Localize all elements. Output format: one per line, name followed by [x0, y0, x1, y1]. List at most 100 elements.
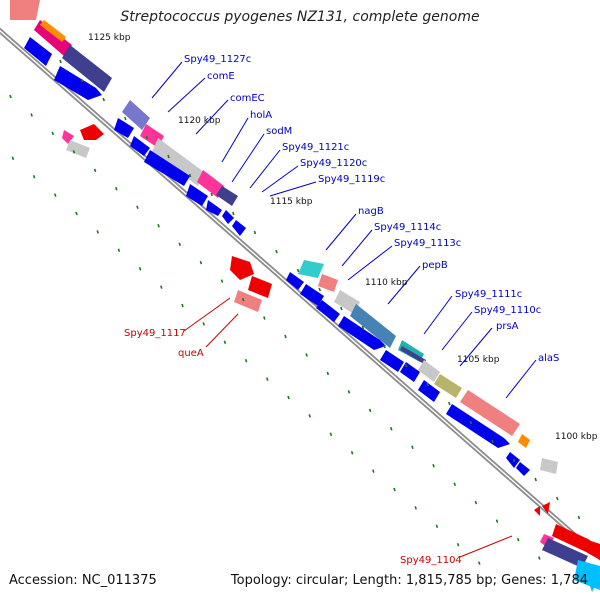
guide-tick: [453, 482, 456, 486]
kbp-tick-label: 1125 kbp: [88, 33, 131, 43]
gene-label: Spy49_1121c: [282, 142, 349, 153]
guide-tick: [263, 316, 266, 320]
guide-tick: [181, 303, 184, 308]
kbp-ticks: 1125 kbp 1120 kbp 1115 kbp 1110 kbp 1105…: [88, 33, 598, 442]
guide-tick: [350, 450, 354, 455]
guide-tick: [202, 322, 205, 326]
guide-tick: [59, 59, 62, 64]
kbp-tick-label: 1115 kbp: [270, 197, 313, 207]
guide-tick: [93, 168, 97, 173]
guide-tick: [318, 287, 321, 292]
guide-tick: [138, 266, 142, 271]
guide-tick: [223, 340, 227, 345]
guide-tick: [347, 390, 351, 394]
guide-tick: [383, 344, 386, 349]
guide-tick: [495, 519, 499, 523]
guide-tick: [51, 131, 55, 136]
guide-tick: [178, 242, 181, 246]
guide-tick: [30, 113, 33, 117]
guide-tick: [115, 187, 118, 191]
feature-blocks-reverse: [62, 124, 272, 312]
forward-gene-labels: Spy49_1127c comE comEC holA sodM Spy49_1…: [151, 54, 559, 399]
guide-tick: [136, 205, 139, 210]
gene-label: Spy49_1119c: [318, 174, 385, 185]
guide-tick: [411, 445, 414, 450]
guide-tick: [296, 268, 300, 273]
gene-label: comEC: [230, 93, 265, 104]
guide-tick: [432, 463, 435, 468]
guide-tick: [329, 432, 333, 437]
gene-label: Spy49_1111c: [455, 289, 522, 300]
guide-tick: [11, 156, 15, 161]
guide-tick: [284, 334, 287, 339]
guide-tick: [435, 524, 439, 529]
gene-label: Spy49_1104: [400, 555, 462, 566]
guide-tick: [232, 211, 235, 216]
guide-tick: [220, 279, 224, 283]
guide-tick: [75, 211, 78, 216]
guide-tick: [414, 506, 417, 510]
gene-label: Spy49_1113c: [394, 238, 461, 249]
guide-tick: [361, 325, 365, 330]
guide-tick: [372, 469, 375, 473]
gene-label: nagB: [358, 206, 384, 217]
guide-tick: [393, 487, 396, 492]
kbp-tick-label: 1100 kbp: [555, 432, 598, 442]
accession-text: Accession: NC_011375: [9, 573, 157, 588]
guide-tick: [9, 94, 12, 99]
guide-tick: [244, 358, 248, 363]
gene-label: comE: [207, 71, 235, 82]
feature-blocks-forward-middle: [286, 260, 558, 476]
guide-tick: [390, 427, 393, 431]
genome-summary-text: Topology: circular; Length: 1,815,785 bp…: [230, 573, 588, 588]
guide-tick: [241, 297, 245, 302]
guide-tick: [368, 408, 372, 413]
guide-tick: [287, 395, 290, 400]
guide-tick: [305, 353, 308, 357]
guide-tick: [72, 150, 76, 154]
guide-tick: [210, 192, 213, 197]
gene-label: queA: [178, 348, 204, 359]
feature-blocks-forward: [10, 0, 246, 236]
guide-tick: [117, 248, 121, 253]
guide-tick: [253, 230, 257, 235]
guide-tick: [426, 382, 429, 387]
gene-label: prsA: [496, 321, 519, 332]
guide-tick: [404, 363, 408, 368]
guide-tick: [160, 285, 163, 289]
guide-tick: [188, 173, 192, 178]
reverse-gene-labels: Spy49_1117 queA Spy49_1104: [124, 297, 513, 566]
guide-ticks: [9, 59, 581, 565]
guide-tick: [308, 414, 311, 418]
kbp-tick-label: 1120 kbp: [178, 116, 221, 126]
gene-label: alaS: [538, 353, 559, 364]
guide-tick: [54, 193, 57, 197]
guide-tick: [157, 223, 160, 228]
guide-tick: [199, 260, 203, 265]
gene-label: Spy49_1127c: [184, 54, 251, 65]
guide-tick: [80, 78, 84, 83]
gene-label: holA: [250, 110, 272, 121]
guide-tick: [96, 230, 99, 234]
guide-tick: [474, 500, 478, 505]
guide-tick: [124, 116, 127, 121]
genome-backbone: [0, 27, 600, 561]
gene-label: sodM: [266, 126, 292, 137]
gene-label: Spy49_1117: [124, 328, 186, 339]
guide-tick: [512, 458, 516, 463]
guide-tick: [538, 556, 541, 560]
guide-tick: [491, 439, 494, 444]
guide-tick: [32, 174, 36, 179]
kbp-tick-label: 1105 kbp: [457, 355, 500, 365]
guide-tick: [102, 97, 105, 102]
gene-label: pepB: [422, 260, 448, 271]
feature-blocks-lower-right: [534, 502, 600, 592]
kbp-tick-label: 1110 kbp: [365, 278, 408, 288]
guide-tick: [145, 135, 149, 140]
guide-tick: [478, 561, 481, 565]
guide-tick: [275, 249, 278, 254]
guide-tick: [469, 420, 473, 425]
gene-label: Spy49_1114c: [374, 222, 441, 233]
guide-tick: [326, 371, 330, 376]
